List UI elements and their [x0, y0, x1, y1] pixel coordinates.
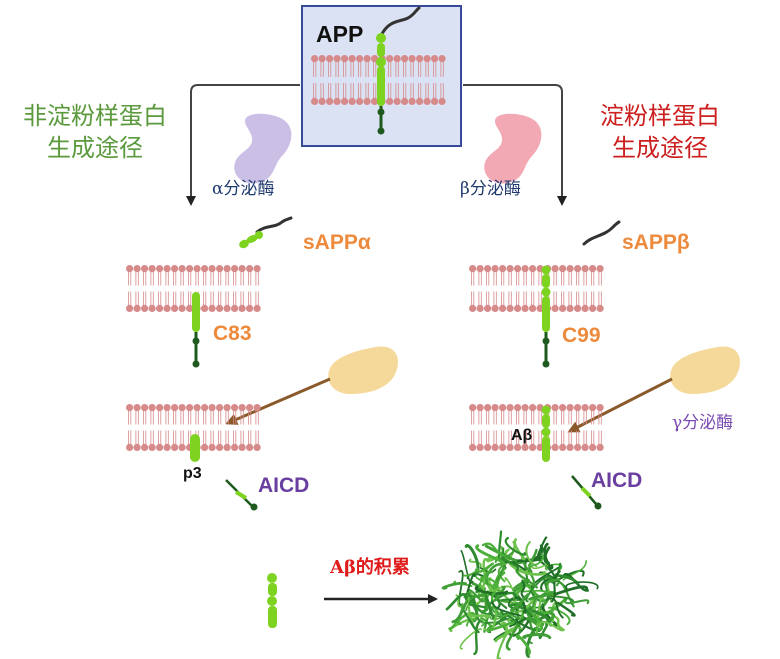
abeta-accumulation-label: Aβ的积累: [330, 557, 410, 578]
c99-label: C99: [562, 324, 601, 347]
app-protein: [376, 6, 421, 135]
membrane-top: [311, 55, 446, 105]
sapp-alpha-fragment: [239, 216, 293, 249]
aicd-fragment-left: [225, 479, 258, 511]
arrow-to-left-pathway: [186, 84, 300, 206]
p3-label: p3: [183, 465, 202, 482]
nonamyloid-title-line1: 非淀粉样蛋白: [23, 102, 167, 130]
c83-protein: [192, 292, 200, 368]
abeta-label: Aβ: [511, 427, 533, 444]
nonamyloid-title-line2: 生成途径: [47, 134, 143, 162]
membrane-right-c99: [469, 265, 604, 312]
beta-secretase-label: β分泌酶: [460, 179, 521, 199]
membrane-left-p3: [126, 404, 261, 451]
arrow-to-right-pathway: [463, 84, 567, 206]
aicd-label-left: AICD: [258, 474, 310, 497]
gamma-secretase-left-shape: [328, 346, 398, 394]
beta-secretase-shape: [484, 113, 542, 184]
gamma-cleavage-arrow-right: [567, 377, 673, 433]
membrane-right-abeta: [469, 404, 604, 451]
membrane-left-c83: [126, 265, 261, 312]
alpha-secretase-shape: [234, 113, 292, 184]
c83-label: C83: [213, 322, 252, 345]
app-label: APP: [316, 21, 364, 47]
gamma-secretase-label: γ分泌酶: [672, 413, 734, 433]
sapp-alpha-label: sAPPα: [303, 231, 371, 254]
abeta-peptide: [541, 405, 551, 462]
abeta-monomer: [267, 573, 277, 628]
amyloid-title-line2: 生成途径: [612, 134, 708, 162]
c99-protein: [541, 265, 551, 368]
aicd-fragment-right: [571, 475, 602, 510]
aicd-label-right: AICD: [591, 469, 643, 492]
gamma-cleavage-arrow-left: [225, 377, 331, 425]
sapp-beta-label: sAPPβ: [622, 231, 690, 254]
gamma-secretase-right-shape: [670, 346, 740, 394]
alpha-secretase-label: α分泌酶: [212, 179, 275, 199]
p3-peptide: [190, 434, 200, 462]
sapp-beta-fragment: [582, 220, 621, 246]
amyloid-title-line1: 淀粉样蛋白: [600, 102, 720, 130]
abeta-aggregate: [441, 530, 599, 659]
